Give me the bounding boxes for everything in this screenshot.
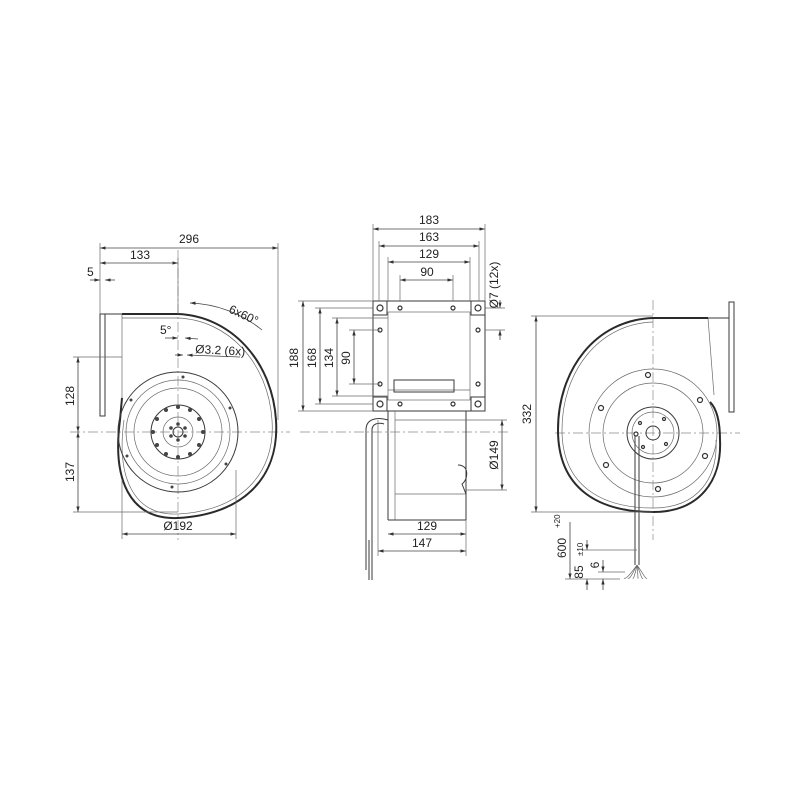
inlet-ring-outer xyxy=(117,371,239,493)
dim-133: 133 xyxy=(130,248,150,262)
dim-6x60: 6x60° xyxy=(227,302,261,328)
dim-5deg: 5° xyxy=(160,323,172,337)
dim-188: 188 xyxy=(287,348,301,368)
side-view: 183 163 129 90 Ø7 (12x) 188 168 134 xyxy=(287,213,510,580)
dim-90-top: 90 xyxy=(420,265,434,279)
dim-600: 600 xyxy=(555,538,569,558)
dim-mount-hole: Ø7 (12x) xyxy=(487,262,501,309)
motor-flange-outer xyxy=(588,368,718,498)
dim-128: 128 xyxy=(63,386,77,406)
dim-85-tol: ±10 xyxy=(576,542,585,556)
dim-hole-dia: Ø3.2 (6x) xyxy=(195,342,246,359)
dim-129-bottom: 129 xyxy=(417,519,437,533)
dim-6: 6 xyxy=(588,561,602,568)
dim-149: Ø149 xyxy=(487,440,501,470)
dim-163: 163 xyxy=(419,230,439,244)
dim-296: 296 xyxy=(179,232,199,246)
rear-view: 332 600 +20 85 ±10 6 xyxy=(520,300,740,590)
dim-332: 332 xyxy=(520,404,534,424)
dim-147: 147 xyxy=(412,536,432,550)
dim-129-top: 129 xyxy=(419,247,439,261)
dim-90-side: 90 xyxy=(339,351,353,365)
dim-168: 168 xyxy=(305,348,319,368)
motor-hub xyxy=(626,406,680,460)
dim-192: Ø192 xyxy=(163,519,193,533)
dim-183: 183 xyxy=(419,213,439,227)
front-view: 296 133 5 6x60° 5° Ø3.2 (6x) 128 137 Ø19… xyxy=(63,232,290,540)
dim-137: 137 xyxy=(63,462,77,482)
dim-85: 85 xyxy=(572,565,586,579)
dim-600-tol: +20 xyxy=(553,514,562,528)
dim-5: 5 xyxy=(87,265,94,279)
dim-134: 134 xyxy=(322,348,336,368)
